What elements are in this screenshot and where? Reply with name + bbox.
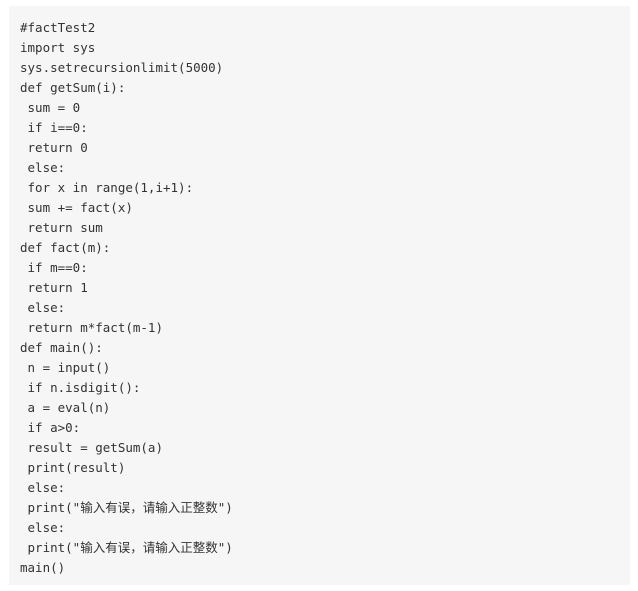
code-line-4: def getSum(i): (20, 80, 126, 95)
code-line-16: return m*fact(m-1) (20, 320, 163, 335)
code-line-28: main() (20, 560, 66, 575)
code-line-21: if a>0: (20, 420, 81, 435)
code-line-2: import sys (20, 40, 96, 55)
code-line-19: if n.isdigit(): (20, 380, 141, 395)
code-line-11: return sum (20, 220, 103, 235)
code-line-3: sys.setrecursionlimit(5000) (20, 60, 224, 75)
code-line-12: def fact(m): (20, 240, 111, 255)
code-line-5: sum = 0 (20, 100, 81, 115)
code-line-8: else: (20, 160, 66, 175)
code-line-22: result = getSum(a) (20, 440, 163, 455)
code-line-25: print("输入有误，请输入正整数") (20, 500, 233, 515)
code-line-9: for x in range(1,i+1): (20, 180, 194, 195)
code-line-14: return 1 (20, 280, 88, 295)
code-block: #factTest2 import sys sys.setrecursionli… (9, 6, 630, 585)
code-line-24: else: (20, 480, 66, 495)
code-line-15: else: (20, 300, 66, 315)
code-line-10: sum += fact(x) (20, 200, 133, 215)
code-line-7: return 0 (20, 140, 88, 155)
code-line-23: print(result) (20, 460, 126, 475)
code-line-6: if i==0: (20, 120, 88, 135)
code-line-17: def main(): (20, 340, 103, 355)
code-line-20: a = eval(n) (20, 400, 111, 415)
code-line-18: n = input() (20, 360, 111, 375)
code-line-13: if m==0: (20, 260, 88, 275)
code-line-1: #factTest2 (20, 20, 96, 35)
code-line-26: else: (20, 520, 66, 535)
code-line-27: print("输入有误，请输入正整数") (20, 540, 233, 555)
